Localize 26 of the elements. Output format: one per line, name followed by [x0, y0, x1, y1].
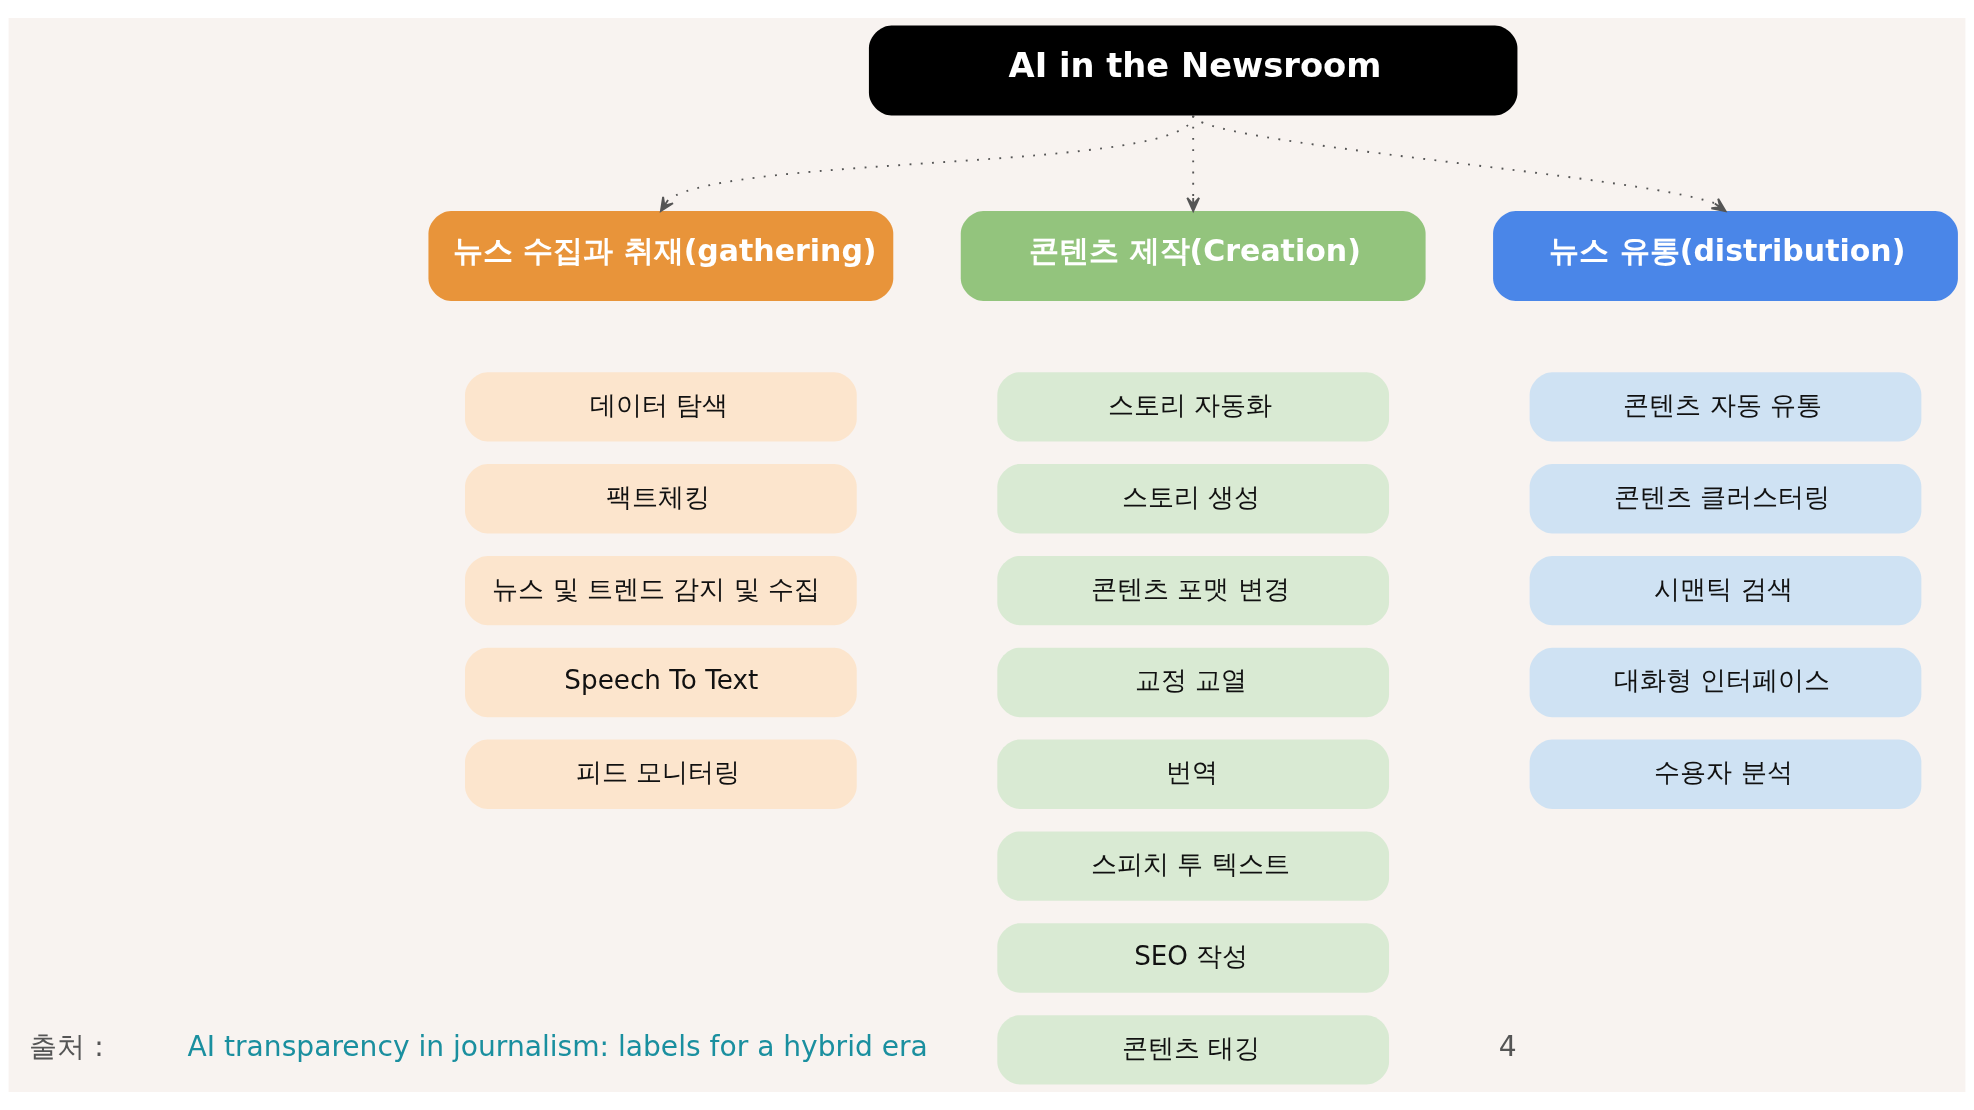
- node-box: 시맨틱 검색: [1529, 555, 1922, 626]
- node-box: 교정 교열: [997, 647, 1390, 718]
- arrow: [1192, 114, 1727, 212]
- node-box: 콘텐츠 포맷 변경: [997, 555, 1390, 626]
- node-box: 번역: [997, 739, 1390, 809]
- node-box: 스피치 투 텍스트: [997, 831, 1390, 901]
- label: 4: [1498, 1030, 1517, 1064]
- node-box: 뉴스 및 트렌드 감지 및 수집: [465, 555, 857, 626]
- node-box: 뉴스 수집과 취재(gathering): [428, 211, 894, 302]
- node-box: AI in the Newsroom: [868, 25, 1518, 116]
- node-box: 스토리 자동화: [997, 372, 1390, 442]
- node-box: 팩트체킹: [465, 464, 857, 534]
- node-box: SEO 작성: [997, 923, 1390, 993]
- node-box: 콘텐츠 클러스터링: [1529, 464, 1922, 534]
- node-box: 데이터 탐색: [465, 372, 857, 442]
- node-box: 대화형 인터페이스: [1529, 647, 1922, 718]
- node-box: 피드 모니터링: [465, 739, 857, 809]
- node-box: 콘텐츠 태깅: [997, 1015, 1390, 1085]
- node-box: 뉴스 유통(distribution): [1493, 211, 1958, 302]
- node-box: Speech To Text: [465, 647, 857, 718]
- node-box: 콘텐츠 자동 유통: [1529, 372, 1922, 442]
- label: AI transparency in journalism: labels for a hybrid era: [187, 1030, 928, 1064]
- label: 출처 :: [29, 1030, 104, 1064]
- node-box: 수용자 분석: [1529, 739, 1922, 809]
- node-box: 콘텐츠 제작(Creation): [960, 211, 1426, 302]
- node-box: 스토리 생성: [997, 464, 1390, 534]
